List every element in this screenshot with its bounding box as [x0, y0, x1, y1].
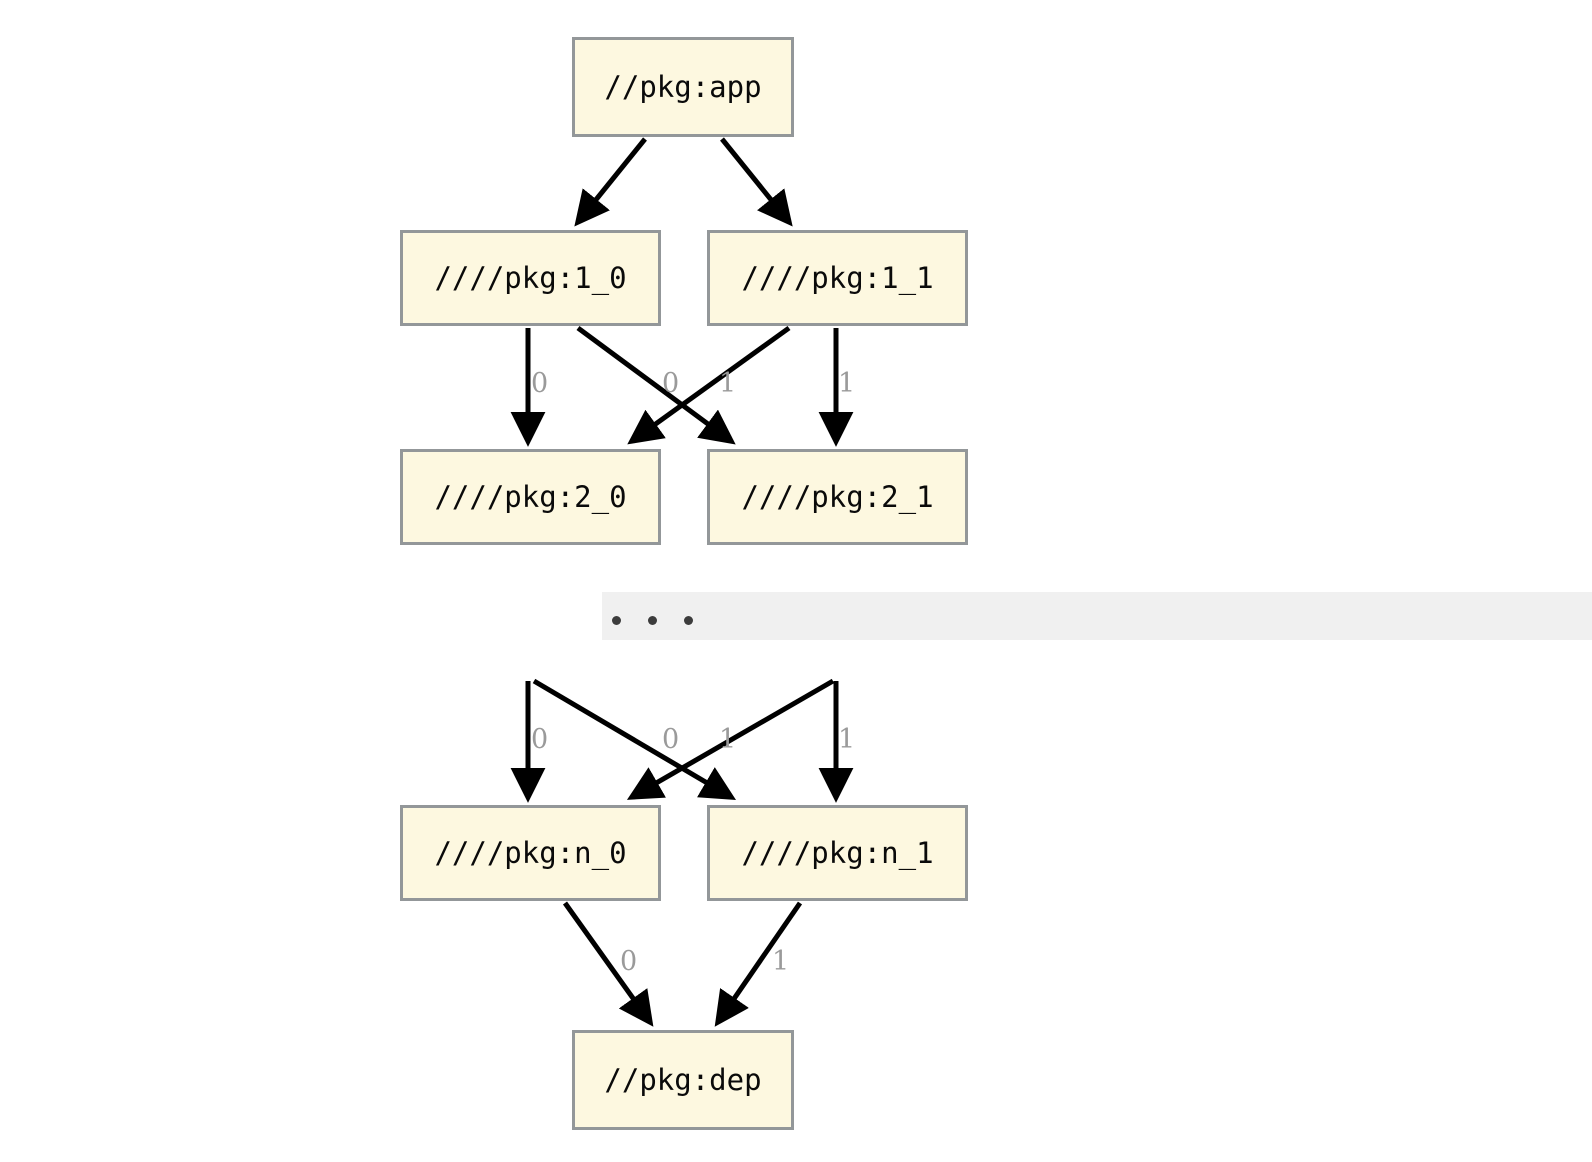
- node-pkg-n_0[interactable]: ////pkg:n_0: [400, 805, 661, 901]
- node-label: ////pkg:n_1: [741, 836, 934, 870]
- edge-1_0-to-2_1: [576, 325, 736, 445]
- edge-label-1_1-2_0: 1: [719, 368, 737, 399]
- edge-label-elided-n_0-cross: 1: [719, 724, 737, 755]
- node-label: //pkg:dep: [604, 1063, 762, 1097]
- node-pkg-app[interactable]: //pkg:app: [572, 37, 794, 137]
- edge-label-1_0-2_0: 0: [531, 368, 549, 399]
- edge-label-elided-n_0: 0: [531, 724, 549, 755]
- edge-elided-to-n_1-cross: [532, 678, 737, 800]
- node-label: ////pkg:1_1: [741, 261, 934, 295]
- edge-label-1_0-2_1: 0: [662, 368, 680, 399]
- ellipsis-band: [602, 592, 1592, 640]
- edge-n_1-to-dep: [714, 901, 803, 1027]
- edge-app-to-1_1: [720, 137, 793, 227]
- node-label: //pkg:app: [604, 70, 762, 104]
- edge-1_1-to-2_0: [627, 325, 791, 445]
- edge-elided-to-n_0-cross: [626, 678, 835, 800]
- ellipsis-dot: [684, 616, 693, 625]
- node-pkg-2_1[interactable]: ////pkg:2_1: [707, 449, 968, 545]
- edge-label-n_0-dep: 0: [620, 946, 638, 977]
- ellipsis-dots: [612, 616, 720, 625]
- edge-label-elided-n_1-cross: 0: [662, 724, 680, 755]
- edge-label-n_1-dep: 1: [772, 946, 790, 977]
- node-label: ////pkg:2_0: [434, 480, 627, 514]
- node-pkg-n_1[interactable]: ////pkg:n_1: [707, 805, 968, 901]
- node-pkg-2_0[interactable]: ////pkg:2_0: [400, 449, 661, 545]
- node-pkg-1_0[interactable]: ////pkg:1_0: [400, 230, 661, 326]
- node-pkg-1_1[interactable]: ////pkg:1_1: [707, 230, 968, 326]
- edge-label-elided-n_1: 1: [838, 724, 856, 755]
- edge-n_0-to-dep: [562, 901, 654, 1027]
- edge-label-1_1-2_1: 1: [838, 368, 856, 399]
- node-label: ////pkg:n_0: [434, 836, 627, 870]
- node-label: ////pkg:1_0: [434, 261, 627, 295]
- node-label: ////pkg:2_1: [741, 480, 934, 514]
- ellipsis-dot: [612, 616, 621, 625]
- edge-app-to-1_0: [574, 137, 647, 227]
- ellipsis-dot: [648, 616, 657, 625]
- node-pkg-dep[interactable]: //pkg:dep: [572, 1030, 794, 1130]
